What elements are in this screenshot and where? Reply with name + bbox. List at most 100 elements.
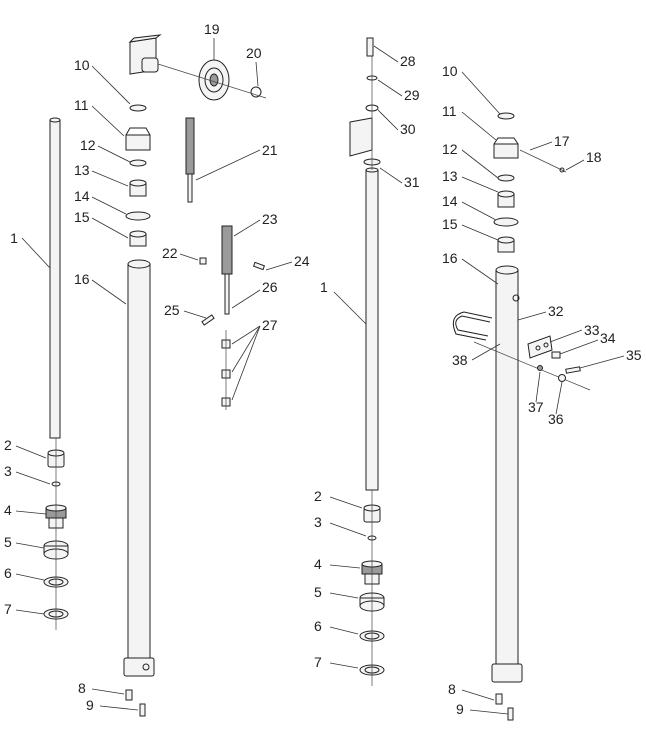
callout-12: 12 xyxy=(442,141,458,157)
leader-line-1 xyxy=(21,237,51,269)
left-small-parts xyxy=(43,438,69,630)
spring-assemblies xyxy=(185,117,266,410)
leader-line-14 xyxy=(461,201,497,221)
tube-right xyxy=(491,265,523,721)
pulley-assembly xyxy=(128,34,267,101)
callout-1: 1 xyxy=(10,230,18,246)
callout-34: 34 xyxy=(600,330,616,346)
leader-line-30 xyxy=(377,109,399,131)
callout-16: 16 xyxy=(74,271,90,287)
leader-line-33 xyxy=(549,329,583,343)
callout-36: 36 xyxy=(548,411,564,427)
callout-17: 17 xyxy=(554,133,570,149)
callout-14: 14 xyxy=(442,193,458,209)
leader-line-27 xyxy=(231,325,261,401)
leader-line-2 xyxy=(15,445,47,459)
ubolt-assembly xyxy=(452,311,591,391)
leader-line-12 xyxy=(97,145,131,163)
leader-line-4 xyxy=(329,564,361,569)
callout-16: 16 xyxy=(442,250,458,266)
callout-32: 32 xyxy=(548,303,564,319)
leader-line-5 xyxy=(15,542,45,549)
callout-7: 7 xyxy=(314,654,322,670)
left-top-stack xyxy=(125,104,151,247)
callout-8: 8 xyxy=(448,681,456,697)
callout-6: 6 xyxy=(314,618,322,634)
callout-5: 5 xyxy=(4,534,12,550)
leader-lines xyxy=(15,38,625,715)
leader-line-2 xyxy=(329,496,363,509)
leader-line-15 xyxy=(91,217,129,239)
callout-33: 33 xyxy=(584,322,600,338)
rod-left xyxy=(49,117,61,439)
leader-line-24 xyxy=(265,261,293,271)
callout-9: 9 xyxy=(456,701,464,717)
callout-19: 19 xyxy=(204,21,220,37)
callout-4: 4 xyxy=(314,556,322,572)
leader-line-20 xyxy=(255,61,259,87)
leader-line-11 xyxy=(91,105,125,137)
callout-20: 20 xyxy=(246,45,262,61)
callout-22: 22 xyxy=(162,245,178,261)
leader-line-12 xyxy=(461,149,499,179)
callout-31: 31 xyxy=(404,174,420,190)
callout-25: 25 xyxy=(164,302,180,318)
callout-14: 14 xyxy=(74,188,90,204)
callout-4: 4 xyxy=(4,502,12,518)
tube-left xyxy=(123,259,155,717)
leader-line-8 xyxy=(461,689,495,701)
leader-line-36 xyxy=(555,381,563,415)
callout-30: 30 xyxy=(400,121,416,137)
center-small-parts xyxy=(359,490,385,686)
leader-line-6 xyxy=(329,626,359,635)
leader-line-17 xyxy=(529,141,553,151)
callout-10: 10 xyxy=(442,63,458,79)
leader-line-10 xyxy=(461,71,501,115)
callout-21: 21 xyxy=(262,142,278,158)
leader-line-32 xyxy=(517,311,547,321)
callout-26: 26 xyxy=(262,279,278,295)
leader-line-6 xyxy=(15,573,45,581)
leader-line-34 xyxy=(559,339,599,355)
leader-line-13 xyxy=(461,176,499,193)
callout-28: 28 xyxy=(400,53,416,69)
callout-10: 10 xyxy=(74,57,90,73)
leader-line-14 xyxy=(91,196,127,215)
callout-6: 6 xyxy=(4,565,12,581)
leader-line-29 xyxy=(377,79,403,97)
leader-line-7 xyxy=(329,662,359,669)
leader-line-16 xyxy=(461,258,499,285)
leader-line-5 xyxy=(329,592,359,599)
callout-27: 27 xyxy=(262,317,278,333)
leader-line-16 xyxy=(91,279,127,305)
callout-1: 1 xyxy=(320,279,328,295)
leader-line-13 xyxy=(91,170,129,187)
leader-line-38 xyxy=(471,343,501,361)
leader-line-8 xyxy=(91,688,125,695)
callout-23: 23 xyxy=(262,211,278,227)
callout-3: 3 xyxy=(314,514,322,530)
leader-line-18 xyxy=(565,159,585,171)
leader-line-37 xyxy=(535,371,541,403)
leader-line-25 xyxy=(183,310,207,319)
callout-8: 8 xyxy=(78,680,86,696)
callout-24: 24 xyxy=(294,253,310,269)
leader-line-35 xyxy=(579,355,625,369)
callout-15: 15 xyxy=(74,209,90,225)
right-top-stack xyxy=(493,112,567,253)
callout-3: 3 xyxy=(4,463,12,479)
leader-line-1 xyxy=(333,291,367,325)
callout-29: 29 xyxy=(404,87,420,103)
callout-13: 13 xyxy=(74,162,90,178)
callout-12: 12 xyxy=(80,137,96,153)
callout-2: 2 xyxy=(4,437,12,453)
leader-line-9 xyxy=(99,705,139,711)
callout-38: 38 xyxy=(452,352,468,368)
leader-line-3 xyxy=(15,471,51,485)
leader-line-10 xyxy=(91,65,131,105)
callout-13: 13 xyxy=(442,168,458,184)
leader-line-23 xyxy=(233,219,261,237)
callout-35: 35 xyxy=(626,347,642,363)
callout-7: 7 xyxy=(4,601,12,617)
leader-line-27 xyxy=(231,325,261,373)
